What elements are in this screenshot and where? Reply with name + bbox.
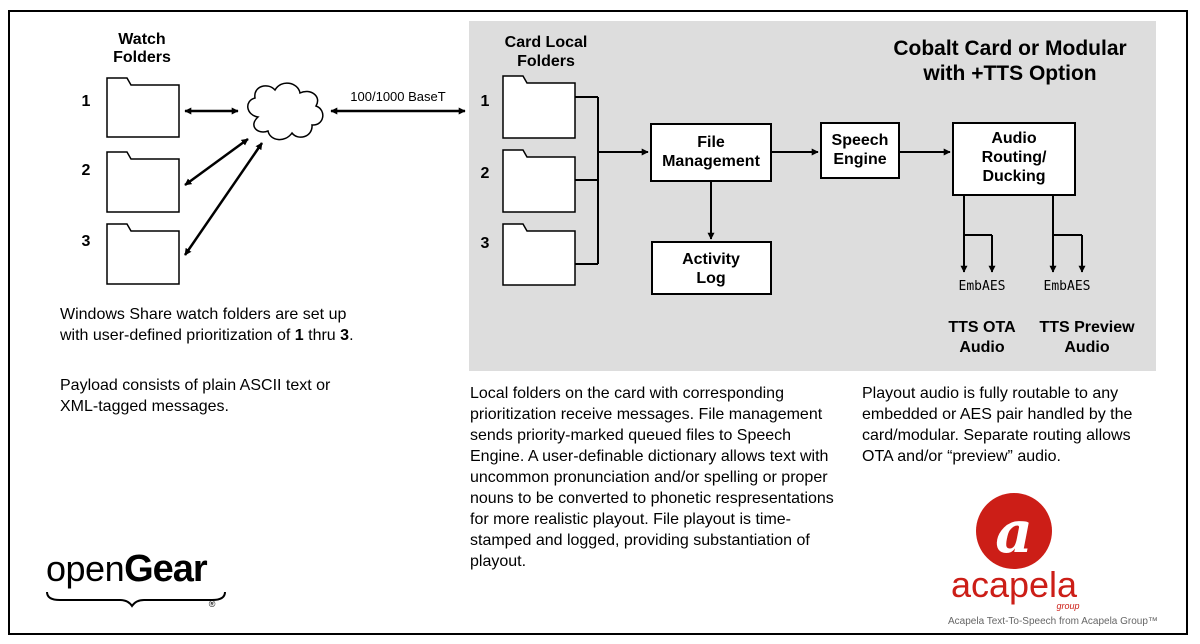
preview-audio-label: TTS Preview [1039, 319, 1135, 336]
file-management-label: File [697, 134, 725, 151]
activity-log-box [651, 241, 772, 295]
folder-icon [502, 75, 576, 139]
ota-outputs-label: EmbAES [959, 279, 1006, 294]
opengear-logo-gear: Gear [124, 548, 208, 590]
watch-folder-number: 2 [82, 162, 91, 179]
preview-output-lines [1052, 195, 1082, 236]
local-folder-number: 3 [481, 235, 490, 252]
watch-title-line1: Watch [118, 31, 165, 48]
playout-description: Playout audio is fully routable to any e… [862, 385, 1133, 465]
file-management-label: Management [662, 153, 760, 170]
watch-desc-thru: thru [303, 327, 341, 344]
activity-log-label: Activity [682, 251, 740, 268]
opengear-logo: openGear® [46, 548, 215, 609]
watch-title-line2: Folders [113, 49, 171, 66]
acapela-logo-letter: a [995, 498, 1033, 566]
network-label: 100/1000 BaseT [350, 89, 445, 104]
cloud-icon [247, 82, 324, 141]
watch-desc-text: Windows Share watch folders are set up w… [60, 306, 347, 344]
preview-outputs-label: EmbAES [1044, 279, 1091, 294]
payload-description: Payload consists of plain ASCII text or … [60, 377, 331, 415]
ota-audio-label: Audio [959, 339, 1005, 356]
folder-icon [502, 223, 576, 286]
acapela-logo-circle [976, 493, 1052, 569]
preview-audio-label: Audio [1064, 339, 1110, 356]
folder-merge-lines [575, 96, 599, 265]
audio-routing-label: Ducking [982, 168, 1045, 185]
local-title-line2: Folders [517, 53, 575, 70]
activity-log-label: Log [696, 270, 725, 287]
opengear-logo-registered: ® [208, 599, 216, 609]
local-folder-number: 1 [481, 93, 490, 110]
speech-engine-label: Speech [832, 132, 889, 149]
priority-start: 1 [294, 327, 304, 344]
acapela-logo-group: group [1056, 601, 1079, 611]
audio-routing-label: Audio [991, 130, 1037, 147]
priority-end: 3 [340, 327, 350, 344]
opengear-logo-open: open [46, 548, 125, 589]
local-folders-description: Local folders on the card with correspon… [470, 385, 834, 570]
ota-output-lines [963, 195, 992, 236]
speech-engine-box [820, 122, 900, 179]
acapela-logo-name: acapela [951, 564, 1078, 605]
speech-engine-label: Engine [833, 151, 886, 168]
panel-title-line1: Cobalt Card or Modular [893, 37, 1126, 60]
folder-icon [106, 151, 180, 213]
audio-routing-box [952, 122, 1076, 196]
folder-icon [106, 77, 180, 138]
panel-title-line2: with +TTS Option [922, 62, 1096, 85]
arrow-folder3-cloud [183, 142, 264, 256]
watch-folder-number: 3 [82, 233, 91, 250]
watch-folder-number: 1 [82, 93, 91, 110]
file-management-box [650, 123, 772, 182]
local-folder-number: 2 [481, 165, 490, 182]
local-title-line1: Card Local [505, 34, 588, 51]
watch-folders-description: Windows Share watch folders are set up w… [60, 304, 360, 346]
folder-icon [106, 223, 180, 285]
ota-audio-label: TTS OTA [948, 319, 1016, 336]
opengear-brace [46, 591, 226, 608]
watch-desc-period: . [349, 327, 354, 344]
audio-routing-label: Routing/ [982, 149, 1047, 166]
folder-icon [502, 149, 576, 213]
acapela-tagline: Acapela Text-To-Speech from Acapela Grou… [948, 616, 1158, 627]
diagram-frame [8, 10, 1188, 635]
